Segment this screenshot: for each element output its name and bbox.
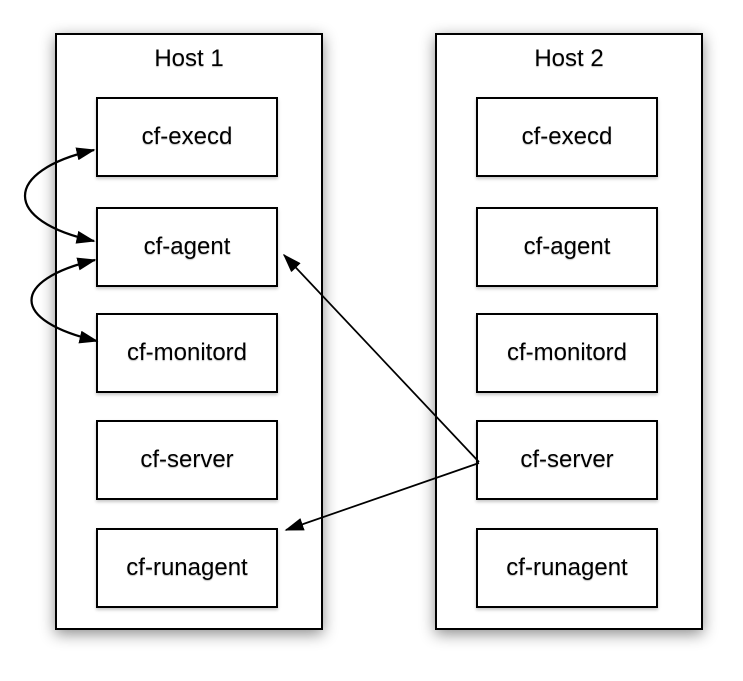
host2-label-cf-execd: cf-execd [521,123,613,150]
host1-box-cf-server: cf-server [96,420,278,500]
host1-box-cf-runagent: cf-runagent [96,528,278,608]
host2-box-cf-monitord: cf-monitord [476,313,658,393]
host1-label-cf-server: cf-server [140,446,234,473]
host2-label-cf-runagent: cf-runagent [506,554,628,581]
host1-box-cf-monitord: cf-monitord [96,313,278,393]
host1-label-cf-monitord: cf-monitord [126,339,248,366]
host1-title: Host 1 [154,45,224,72]
host1-label-cf-execd: cf-execd [141,123,233,150]
host2-box-cf-runagent: cf-runagent [476,528,658,608]
host2-label-cf-monitord: cf-monitord [506,339,628,366]
host2-box-cf-agent: cf-agent [476,207,658,287]
host1-box-cf-execd: cf-execd [96,97,278,177]
host2-panel: Host 2 cf-execd cf-agent cf-monitord cf-… [435,33,703,630]
host2-label-cf-server: cf-server [520,446,614,473]
host1-label-cf-agent: cf-agent [143,233,231,260]
host2-box-cf-execd: cf-execd [476,97,658,177]
host1-label-cf-runagent: cf-runagent [126,554,248,581]
host1-box-cf-agent: cf-agent [96,207,278,287]
host1-panel: Host 1 cf-execd cf-agent cf-monitord cf-… [55,33,323,630]
host2-label-cf-agent: cf-agent [523,233,611,260]
host2-title: Host 2 [534,45,604,72]
host2-box-cf-server: cf-server [476,420,658,500]
